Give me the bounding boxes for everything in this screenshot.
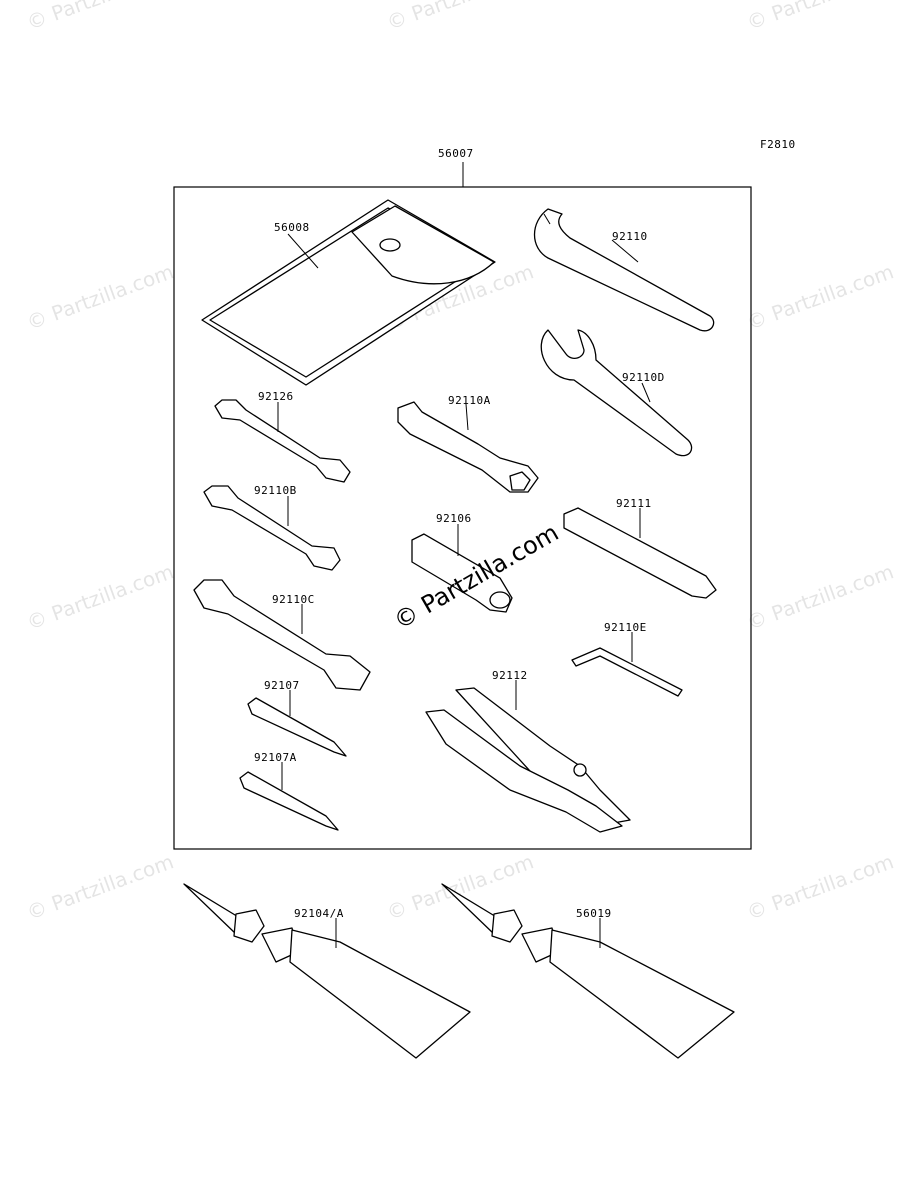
driver-92107a[interactable]: 92107A [239, 751, 339, 831]
driver-92107[interactable]: 92107 [247, 679, 347, 757]
figure-code: F2810 [760, 138, 796, 151]
part-label: 92110C [272, 593, 315, 606]
watermark: © Partzilla.com [744, 849, 897, 924]
pouch-56008[interactable]: 56008 [201, 199, 496, 386]
bar-92106[interactable]: 92106 [411, 512, 513, 613]
part-label: 92106 [436, 512, 472, 525]
handle-92111[interactable]: 92111 [563, 497, 717, 599]
part-label: 92107 [264, 679, 300, 692]
watermark: © Partzilla.com [744, 559, 897, 634]
watermark: © Partzilla.com [384, 0, 537, 35]
part-label: 92107A [254, 751, 297, 764]
part-label: 92126 [258, 390, 294, 403]
part-label: 92110A [448, 394, 491, 407]
part-label: 56019 [576, 907, 612, 920]
watermark-center: © Partzilla.com [389, 518, 563, 635]
wrench-92110c[interactable]: 92110C [193, 579, 371, 691]
part-label: 92110E [604, 621, 647, 634]
part-label: 92111 [616, 497, 652, 510]
pliers-92112[interactable]: 92112 [425, 669, 631, 833]
socket-92110a[interactable]: 92110A [397, 394, 539, 493]
watermark: © Partzilla.com [24, 849, 177, 924]
wrench-92126[interactable]: 92126 [214, 390, 351, 483]
part-label: 92104/A [294, 907, 344, 920]
tube-56019[interactable]: 56019 [441, 883, 735, 1059]
part-label: 92110B [254, 484, 297, 497]
watermark: © Partzilla.com [744, 0, 897, 35]
part-label: 92110 [612, 230, 648, 243]
part-label: 56008 [274, 221, 310, 234]
watermark: © Partzilla.com [744, 259, 897, 334]
tube-92104a[interactable]: 92104/A [183, 883, 471, 1059]
part-label: 92110D [622, 371, 665, 384]
watermark: © Partzilla.com [24, 559, 177, 634]
wrench-92110b[interactable]: 92110B [203, 484, 341, 571]
spanner-92110[interactable]: 92110 [534, 208, 715, 332]
hex-key-92110e[interactable]: 92110E [571, 621, 683, 697]
watermark: © Partzilla.com [24, 0, 177, 35]
kit-label: 56007 [438, 147, 474, 160]
watermark: © Partzilla.com [24, 259, 177, 334]
kit-frame [173, 186, 752, 850]
spanner-92110d[interactable]: 92110D [540, 329, 693, 457]
part-label: 92112 [492, 669, 528, 682]
